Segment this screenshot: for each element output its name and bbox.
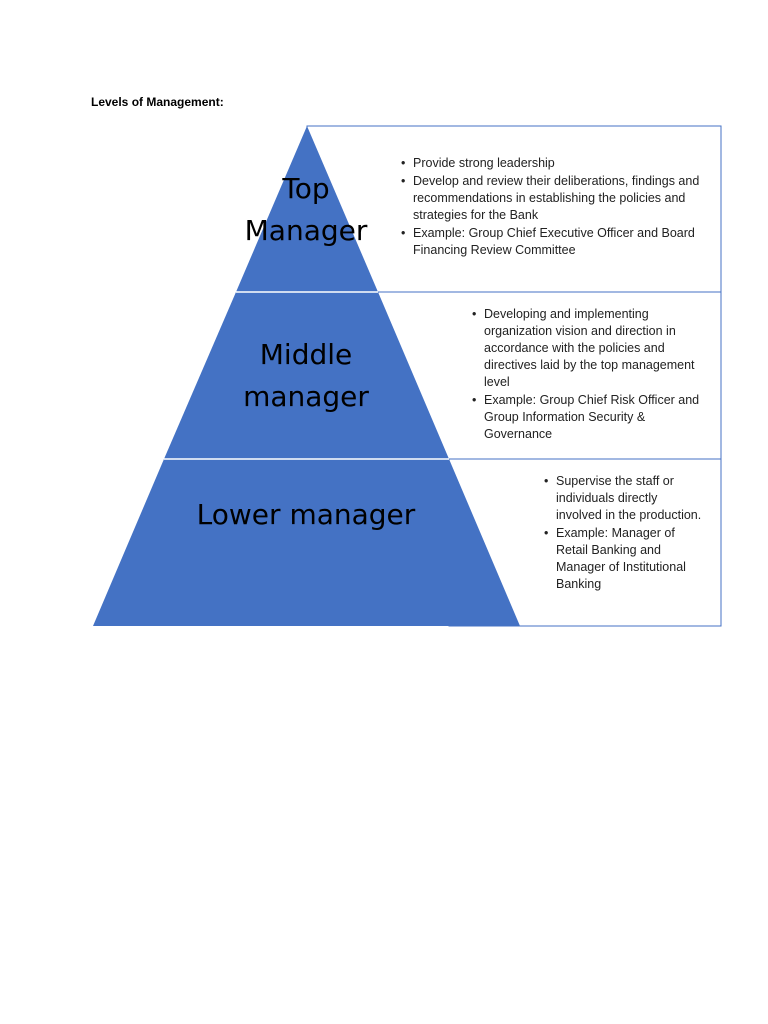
top-manager-description: Provide strong leadership Develop and re… <box>401 155 701 260</box>
middle-manager-description: Developing and implementing organization… <box>472 306 704 444</box>
pyramid-tier-middle <box>164 292 449 459</box>
middle-bullet-1: Developing and implementing organization… <box>472 306 704 391</box>
lower-manager-description: Supervise the staff or individuals direc… <box>544 473 706 594</box>
top-bullet-1: Provide strong leadership <box>401 155 701 172</box>
lower-manager-label: Lower manager <box>197 498 416 531</box>
top-bullet-3: Example: Group Chief Executive Officer a… <box>401 225 701 259</box>
page-heading: Levels of Management: <box>91 95 224 109</box>
top-manager-label-line-1: Top <box>281 172 329 205</box>
lower-bullet-2: Example: Manager of Retail Banking and M… <box>544 525 706 593</box>
pyramid-tier-top <box>236 126 378 292</box>
top-bullet-2: Develop and review their deliberations, … <box>401 173 701 224</box>
lower-bullet-1: Supervise the staff or individuals direc… <box>544 473 706 524</box>
top-manager-label-line-2: Manager <box>245 214 368 247</box>
middle-manager-label-line-2: manager <box>243 380 369 413</box>
pyramid-tier-lower <box>93 459 520 626</box>
middle-manager-label-line-1: Middle <box>260 338 353 371</box>
middle-bullet-2: Example: Group Chief Risk Officer and Gr… <box>472 392 704 443</box>
